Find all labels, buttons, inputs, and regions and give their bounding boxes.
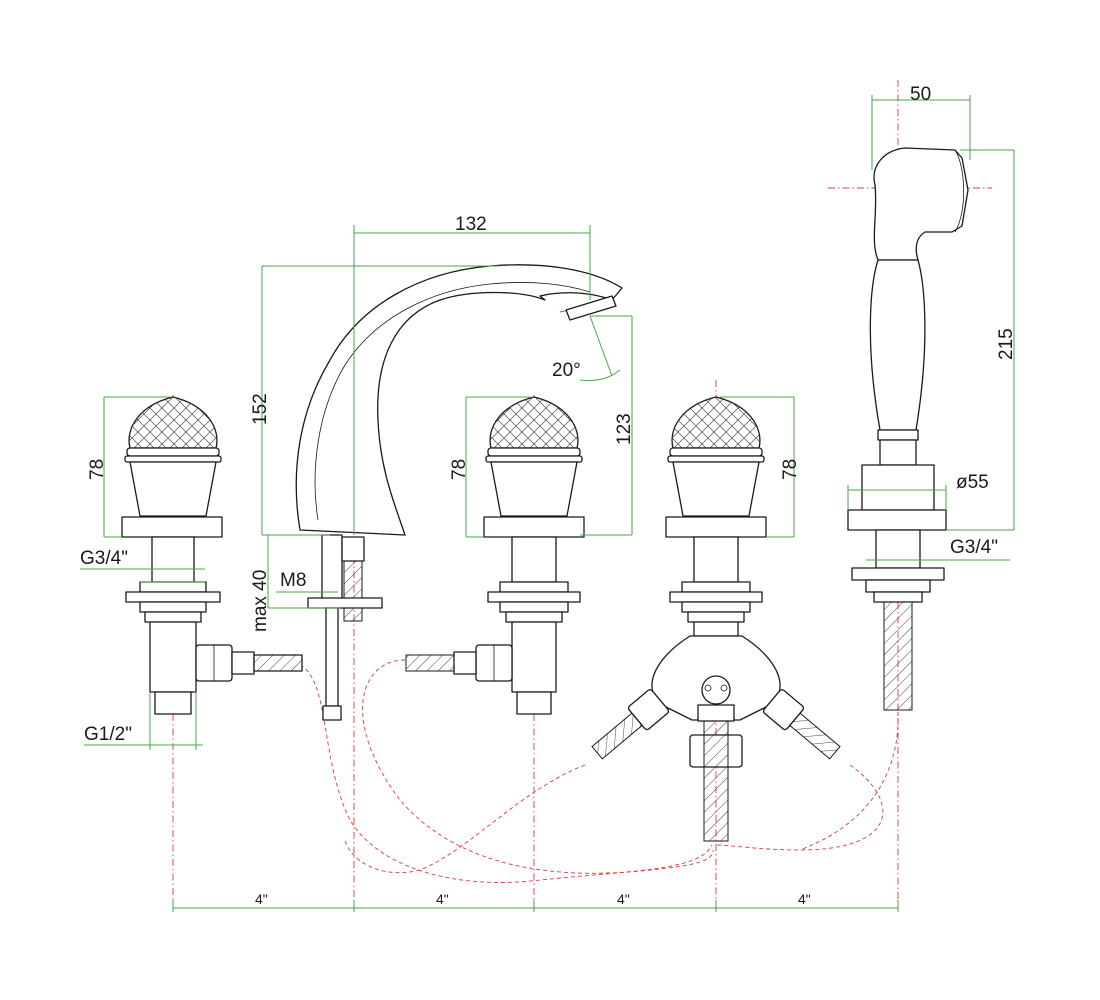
label-spacing-4: 4" <box>798 891 811 907</box>
label-flange-diameter: ø55 <box>956 472 989 493</box>
label-handshower-height: 215 <box>996 328 1017 360</box>
label-spout-height: 152 <box>250 393 271 425</box>
label-spacing-1: 4" <box>255 891 268 907</box>
left-valve <box>121 396 303 715</box>
label-inlet-thread: G1/2" <box>84 724 132 745</box>
label-handle-height-left: 78 <box>87 459 108 480</box>
label-deck-thickness: max 40 <box>250 570 271 632</box>
label-thread-left: G3/4" <box>80 548 128 569</box>
label-thread-right: G3/4" <box>950 537 998 558</box>
diverter-valve <box>591 396 841 842</box>
label-handshower-width: 50 <box>910 84 931 105</box>
hoses <box>299 659 899 883</box>
spout <box>295 264 623 721</box>
dimension-labels: 132 152 20° 123 78 78 78 G3/4" G1/2" max… <box>80 84 1017 907</box>
label-spacing-2: 4" <box>436 891 449 907</box>
label-handle-height-right: 78 <box>780 459 801 480</box>
label-spout-angle: 20° <box>552 360 581 381</box>
label-outlet-height: 123 <box>614 413 635 445</box>
label-spout-bolt: M8 <box>280 570 306 591</box>
hand-shower <box>847 147 969 711</box>
dimension-lines <box>80 95 1015 912</box>
middle-valve <box>405 396 585 715</box>
label-spout-reach: 132 <box>455 214 487 235</box>
label-handle-height-mid: 78 <box>449 459 470 480</box>
label-spacing-3: 4" <box>617 891 630 907</box>
